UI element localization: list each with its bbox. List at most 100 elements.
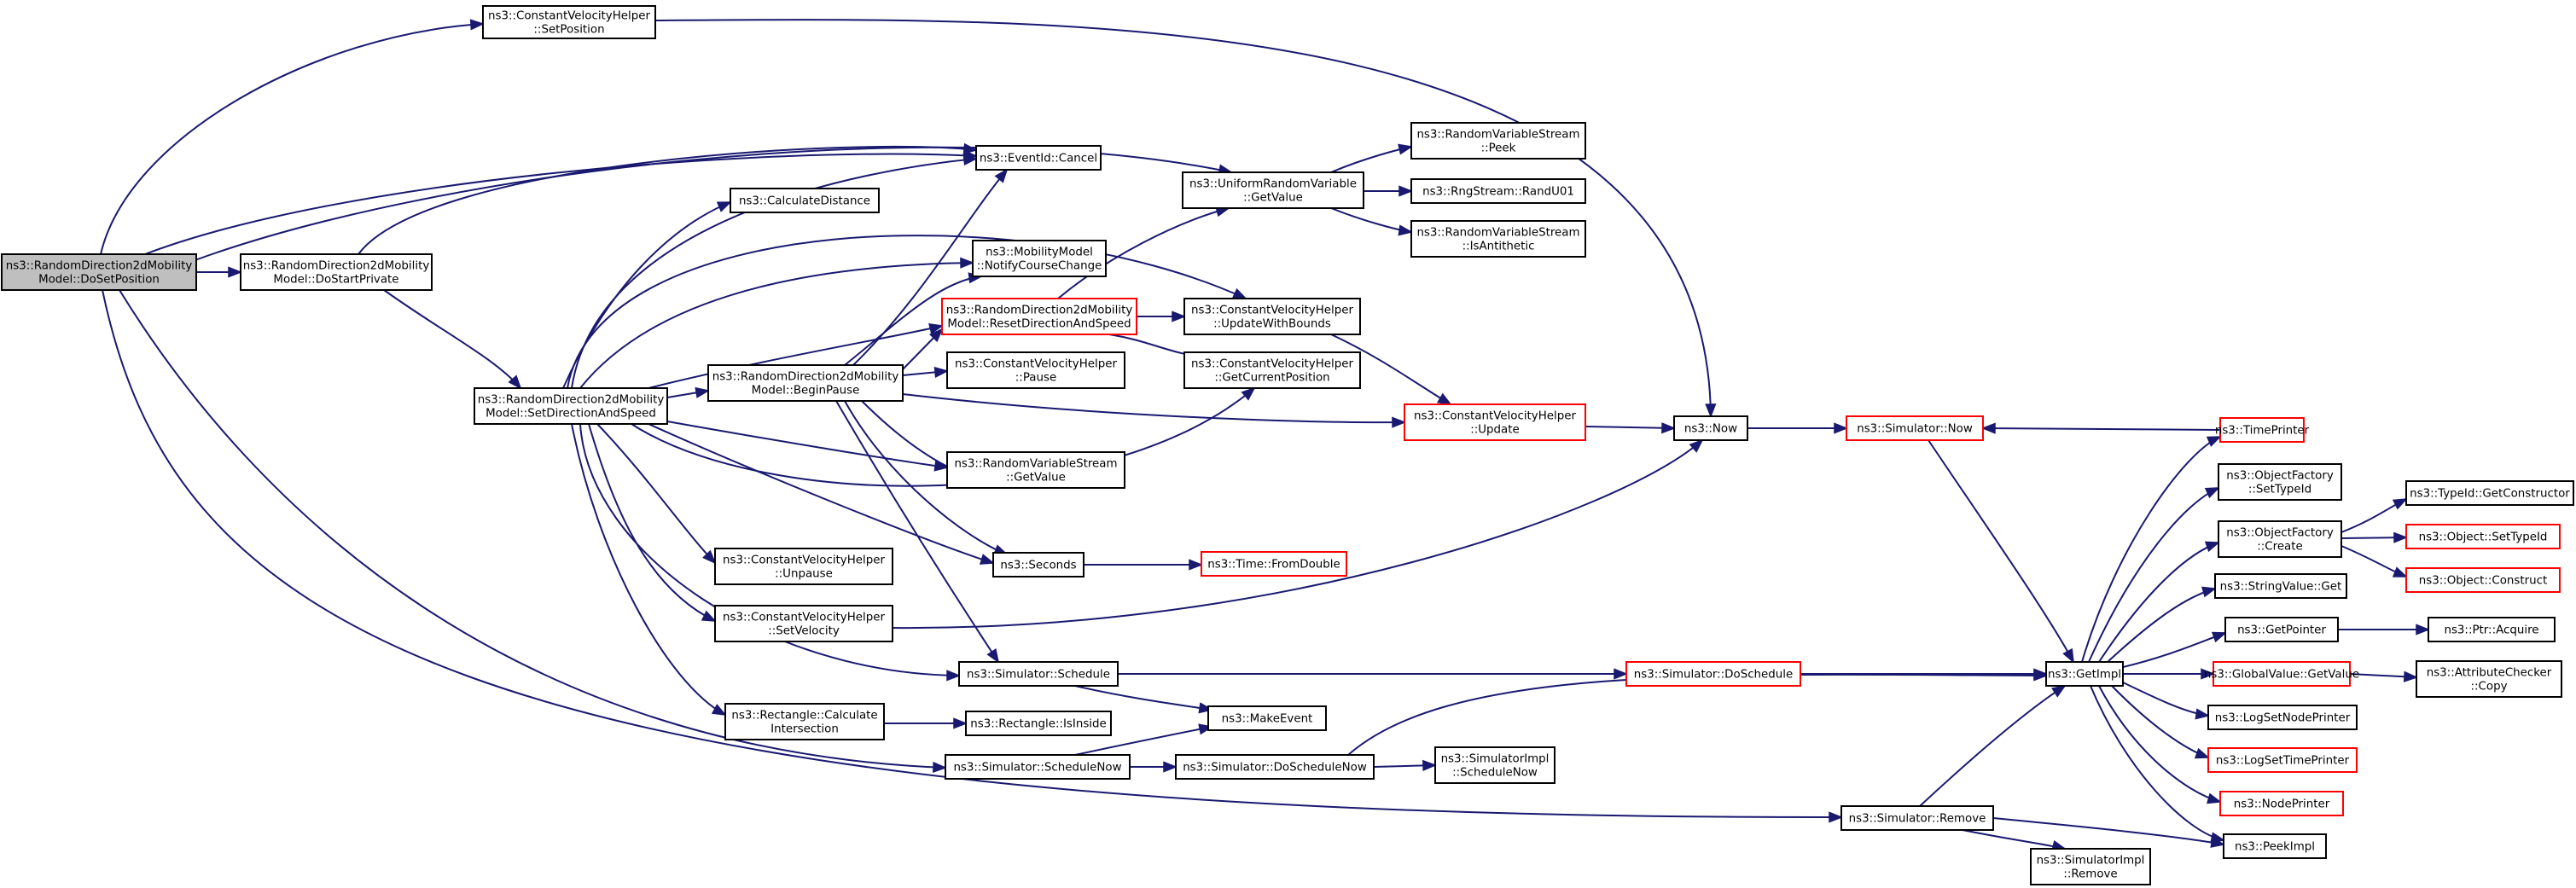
edge-line [2088, 487, 2219, 663]
node-box [2416, 660, 2562, 698]
call-edge-cvh_update-to-now [1585, 422, 1677, 434]
edge-line [571, 158, 977, 389]
node-label-line: ::GetCurrentPosition [1214, 372, 1329, 385]
node-box [972, 240, 1107, 277]
node-peekimpl[interactable]: ns3::PeekImpl [2223, 833, 2327, 859]
node-cvh-update[interactable]: ns3::ConstantVelocityHelper::Update [1404, 403, 1586, 441]
call-edge-getimpl-to-nodeprinter [2098, 685, 2222, 804]
node-dostartprivate[interactable]: ns3::RandomDirection2dMobilityModel::DoS… [240, 253, 433, 291]
node-simimpl-schednow[interactable]: ns3::SimulatorImpl::ScheduleNow [1434, 746, 1555, 784]
call-edge-root-to-sim_schednow [119, 289, 948, 774]
arrowhead [933, 761, 948, 774]
node-cvh-pause[interactable]: ns3::ConstantVelocityHelper::Pause [946, 351, 1125, 389]
call-edge-setdirspeed-to-cvh_setvel [588, 423, 717, 622]
node-makeevent[interactable]: ns3::MakeEvent [1207, 705, 1327, 731]
node-label-line: ns3::ConstantVelocityHelper [1414, 410, 1576, 423]
edge-line [1057, 207, 1230, 299]
node-urv-getvalue[interactable]: ns3::UniformRandomVariable::GetValue [1182, 171, 1364, 209]
node-cvh-updbounds[interactable]: ns3::ConstantVelocityHelper::UpdateWithB… [1183, 298, 1361, 335]
node-rvs-isanti[interactable]: ns3::RandomVariableStream::IsAntithetic [1410, 220, 1586, 258]
node-label-line: ns3::Rectangle::IsInside [970, 718, 1107, 731]
edge-line [383, 289, 521, 389]
node-eventid-cancel[interactable]: ns3::EventId::Cancel [975, 145, 1102, 171]
node-rng-randu01[interactable]: ns3::RngStream::RandU01 [1410, 178, 1586, 204]
arrowhead [508, 374, 522, 390]
node-label-line: ns3::TypeId::GetConstructor [2410, 488, 2570, 501]
node-cvh-getcur[interactable]: ns3::ConstantVelocityHelper::GetCurrentP… [1183, 351, 1361, 389]
node-sim-dosched[interactable]: ns3::Simulator::DoSchedule [1625, 661, 1801, 687]
node-box [2045, 661, 2124, 687]
node-sim-schednow[interactable]: ns3::Simulator::ScheduleNow [945, 754, 1131, 780]
node-box [946, 351, 1125, 389]
arrowhead [2392, 498, 2408, 510]
call-edge-sim_now-to-getimpl [1928, 439, 2074, 664]
node-notifycc[interactable]: ns3::MobilityModel::NotifyCourseChange [972, 240, 1107, 277]
call-edge-timeprinter-to-sim_now [1980, 422, 2221, 434]
edge-line [2122, 682, 2209, 717]
node-globalvalue-get[interactable]: ns3::GlobalValue::GetValue [2204, 661, 2359, 687]
node-rvs-getvalue[interactable]: ns3::RandomVariableStream::GetValue [946, 451, 1125, 489]
call-edge-beginpause-to-cvh_update [902, 393, 1407, 428]
node-getpointer[interactable]: ns3::GetPointer [2224, 617, 2339, 642]
node-typeid-getctor[interactable]: ns3::TypeId::GetConstructor [2405, 480, 2574, 506]
edge-line [2098, 542, 2219, 663]
arrowhead [2206, 436, 2222, 447]
node-logsetnodeprinter[interactable]: ns3::LogSetNodePrinter [2207, 705, 2358, 730]
call-edge-getimpl-to-logsettimeprinter [2111, 685, 2210, 759]
node-sim-now[interactable]: ns3::Simulator::Now [1846, 415, 1984, 441]
node-beginpause[interactable]: ns3::RandomDirection2dMobilityModel::Beg… [707, 364, 904, 402]
node-label-line: ns3::Simulator::Now [1857, 423, 1973, 436]
node-cvh-setvel[interactable]: ns3::ConstantVelocityHelper::SetVelocity [714, 605, 893, 642]
edge-line [844, 276, 982, 366]
node-ptr-acquire[interactable]: ns3::Ptr::Acquire [2428, 617, 2556, 642]
node-label-line: ::SetTypeId [2248, 484, 2311, 496]
call-edge-resetdir-to-cvh_updbounds [1137, 311, 1187, 322]
call-edge-sim_schednow-to-sim_doschednow [1130, 761, 1178, 773]
call-edge-setdirspeed-to-resetdir [648, 323, 944, 389]
node-seconds[interactable]: ns3::Seconds [992, 552, 1084, 577]
node-stringvalue-get[interactable]: ns3::StringValue::Get [2214, 573, 2347, 599]
node-getimpl[interactable]: ns3::GetImpl [2045, 661, 2124, 687]
node-rvs-peek[interactable]: ns3::RandomVariableStream::Peek [1410, 122, 1586, 160]
node-attrchecker-copy[interactable]: ns3::AttributeChecker::Copy [2416, 660, 2562, 698]
node-timeprinter[interactable]: ns3::TimePrinter [2215, 417, 2310, 443]
node-rect-isinside[interactable]: ns3::Rectangle::IsInside [965, 711, 1112, 736]
node-box [992, 552, 1084, 577]
node-fromdouble[interactable]: ns3::Time::FromDouble [1201, 551, 1347, 577]
node-label-line: ns3::Simulator::ScheduleNow [953, 762, 1121, 775]
node-setdirspeed[interactable]: ns3::RandomDirection2dMobilityModel::Set… [474, 387, 668, 425]
node-logsettimeprinter[interactable]: ns3::LogSetTimePrinter [2207, 747, 2358, 773]
node-cvh-unpause[interactable]: ns3::ConstantVelocityHelper::Unpause [714, 548, 893, 585]
node-resetdir[interactable]: ns3::RandomDirection2dMobilityModel::Res… [941, 298, 1137, 335]
arrowhead [2210, 832, 2226, 844]
node-obj-settypeid[interactable]: ns3::Object::SetTypeId [2405, 524, 2561, 549]
call-edge-now-to-sim_now [1747, 422, 1849, 434]
node-label-line: Model::DoStartPrivate [273, 274, 398, 287]
arrowhead [228, 266, 243, 278]
node-now[interactable]: ns3::Now [1673, 415, 1748, 441]
node-label-line: ns3::Simulator::Remove [1849, 813, 1986, 826]
node-box [1404, 403, 1586, 441]
node-simimpl-remove[interactable]: ns3::SimulatorImpl::Remove [2030, 848, 2151, 885]
node-label-line: ns3::EventId::Cancel [980, 153, 1097, 165]
node-box [474, 387, 668, 425]
node-label-line: ns3::Now [1684, 423, 1737, 436]
node-nodeprinter[interactable]: ns3::NodePrinter [2219, 791, 2344, 816]
node-sim-remove[interactable]: ns3::Simulator::Remove [1840, 805, 1994, 831]
node-box [714, 548, 893, 585]
edge-line [1992, 817, 2224, 845]
node-obj-construct[interactable]: ns3::Object::Construct [2405, 567, 2561, 593]
node-of-settypeid[interactable]: ns3::ObjectFactory::SetTypeId [2218, 463, 2342, 501]
edge-line [1928, 439, 2074, 663]
node-label-line: ns3::Object::SetTypeId [2419, 531, 2548, 544]
call-edge-urv_getvalue-to-rvs_isanti [1330, 207, 1414, 236]
call-edge-getimpl-to-stringvalue_get [2107, 586, 2217, 663]
node-sim-schedule[interactable]: ns3::Simulator::Schedule [958, 661, 1119, 687]
node-box [714, 605, 893, 642]
node-of-create[interactable]: ns3::ObjectFactory::Create [2218, 520, 2342, 558]
node-calcdist[interactable]: ns3::CalculateDistance [730, 188, 880, 213]
node-sim-doschednow[interactable]: ns3::Simulator::DoScheduleNow [1175, 754, 1375, 780]
node-label-line: ::GetValue [1006, 472, 1066, 485]
node-cvh-setpos[interactable]: ns3::ConstantVelocityHelper::SetPosition [482, 5, 656, 39]
